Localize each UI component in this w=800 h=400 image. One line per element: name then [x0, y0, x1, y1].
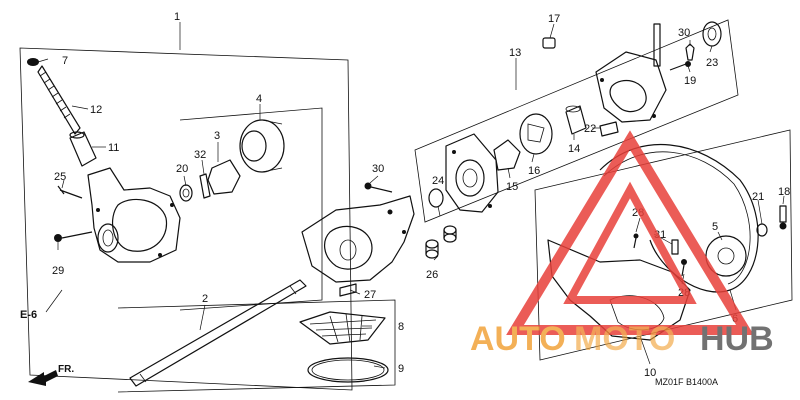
bolt-30-left [364, 182, 393, 193]
callout-18: 18 [778, 186, 790, 198]
watermark: AUTO MOTO HUB [470, 130, 774, 358]
callout-15: 15 [506, 181, 518, 193]
pin-31 [671, 239, 679, 255]
watermark-inner-triangle-icon [563, 181, 697, 304]
cap-17 [542, 37, 556, 49]
diagram-code: MZ01F B1400A [655, 377, 718, 387]
outer-rotor-4 [239, 119, 285, 173]
callout-26: 26 [426, 269, 438, 281]
callout-5: 5 [712, 221, 718, 233]
front-label: FR. [58, 364, 74, 375]
oil-strainer-8 [299, 311, 386, 345]
callout-10: 10 [644, 367, 656, 379]
bolt-29 [54, 231, 93, 242]
dowel-26-b [425, 239, 439, 259]
callout-9: 9 [398, 363, 404, 375]
bolt-25 [57, 185, 83, 199]
oil-seal-24 [428, 188, 444, 208]
callout-21: 21 [752, 191, 764, 203]
assembly-frame-inner [179, 107, 323, 311]
bolt-19 [669, 61, 691, 71]
callout-4: 4 [256, 93, 262, 105]
callout-13: 13 [509, 47, 521, 59]
ref-e6: E-6 [20, 289, 63, 321]
pin-32 [199, 173, 211, 199]
bolt-28-right [681, 259, 687, 277]
callout-7: 7 [62, 55, 68, 67]
callout-32: 32 [194, 149, 206, 161]
watermark-triangle-icon [506, 130, 754, 335]
bolt-18 [779, 205, 787, 230]
leader-lines [37, 22, 785, 369]
assembly-frame-right-lower [534, 129, 793, 361]
relief-valve-11 [69, 131, 97, 167]
front-arrow-icon [28, 370, 58, 386]
washer-20 [179, 184, 193, 202]
callout-22: 22 [584, 123, 596, 135]
inner-rotor-3 [207, 159, 241, 195]
callout-29: 29 [52, 265, 64, 277]
pump-housing-center [301, 195, 415, 297]
callout-3: 3 [214, 130, 220, 142]
watermark-text-moto: MOTO [574, 320, 675, 358]
watermark-text-hub: HUB [700, 320, 774, 358]
oil-pump-cover-13 [595, 23, 667, 123]
callout-8: 8 [398, 321, 404, 333]
assembly-frame-left [19, 47, 353, 391]
pump-body-24 [445, 133, 499, 213]
rotor-16 [519, 113, 553, 155]
dowel-22 [599, 121, 619, 137]
callout-14: 14 [568, 143, 580, 155]
callout-1: 1 [174, 11, 180, 23]
bolt-28-left [633, 233, 639, 249]
callout-19: 19 [684, 75, 696, 87]
callout-27: 27 [364, 289, 376, 301]
sleeve-14 [565, 105, 587, 135]
pump-spring-12 [37, 65, 81, 135]
pump-shaft-2 [129, 279, 307, 387]
watermark-text-auto: AUTO [470, 320, 566, 358]
dowel-26-a [443, 225, 457, 243]
callout-2: 2 [202, 293, 208, 305]
seal-23 [702, 21, 722, 47]
callout-24: 24 [432, 175, 444, 187]
cap-7 [27, 58, 39, 66]
callout-17: 17 [548, 13, 560, 25]
bolt-30-right [685, 43, 695, 61]
pump-body-1 [87, 167, 181, 263]
callout-16: 16 [528, 165, 540, 177]
callout-11: 11 [108, 142, 119, 154]
front-direction: FR. [28, 364, 74, 386]
callout-23: 23 [706, 57, 718, 69]
assembly-frame-strainer [117, 299, 396, 393]
callout-12: 12 [90, 104, 102, 116]
assembly-frame-right-upper [414, 19, 739, 223]
callout-25: 25 [54, 171, 66, 183]
callout-20: 20 [176, 163, 188, 175]
callout-30-left: 30 [372, 163, 384, 175]
o-ring-9 [307, 357, 389, 383]
callout-30-right: 30 [678, 27, 690, 39]
ref-e6-label: E-6 [20, 309, 37, 321]
inner-rotor-15 [493, 139, 521, 171]
